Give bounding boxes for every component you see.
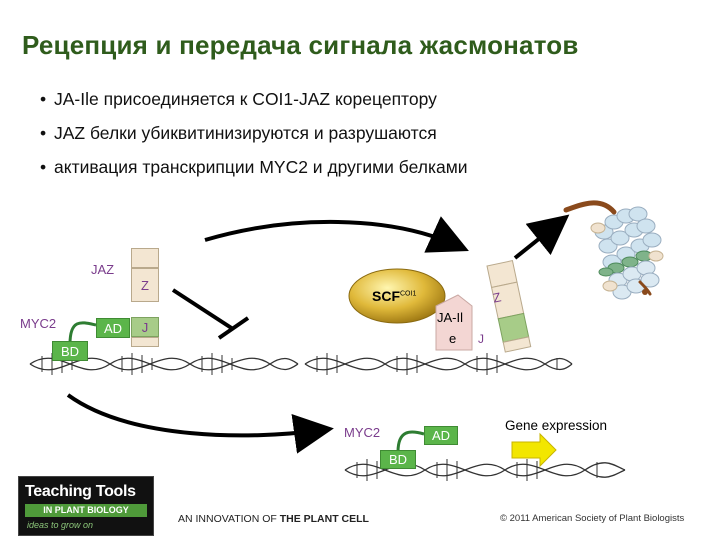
top-curved-arrow: [204, 216, 469, 253]
gene-expression-arrow: [511, 432, 557, 468]
ja-ile-molecule: [435, 294, 473, 351]
bullet-item: •активация транскрипции MYC2 и другими б…: [40, 157, 468, 177]
myc2-ad-domain-left: AD: [96, 318, 130, 338]
jaz-segment-z: Z: [131, 268, 159, 302]
repression-arrow: [171, 288, 250, 340]
gene-expression-label: Gene expression: [505, 418, 608, 433]
myc2-bd-domain-left: BD: [52, 341, 88, 361]
myc2-label-left: MYC2: [20, 316, 57, 331]
jaz-segment-bottom: [131, 337, 159, 347]
jaz-segment-top: [131, 248, 159, 268]
proteasome: [563, 200, 664, 300]
bullet-item: •JAZ белки убиквитинизируются и разрушаю…: [40, 123, 437, 143]
ja-ile-label-line1: JA-Il: [437, 310, 463, 325]
innovation-credit: AN INNOVATION OF THE PLANT CELL: [178, 513, 369, 525]
dna-helix-right-top: [304, 353, 573, 375]
teaching-tools-logo: Teaching Tools IN PLANT BIOLOGY ideas to…: [18, 476, 154, 536]
jaz-protein-right: [486, 260, 532, 353]
logo-subtitle: IN PLANT BIOLOGY: [25, 504, 147, 517]
myc2-linker-left: [68, 321, 97, 345]
myc2-ad-domain-bottom: AD: [424, 426, 458, 445]
ja-ile-label-line2: e: [449, 331, 457, 346]
jaz-right-j-label: J: [478, 332, 484, 346]
bullet-list: •JA-Ile присоединяется к COI1-JAZ кореце…: [40, 88, 680, 190]
myc2-bd-domain-bottom: BD: [380, 450, 416, 469]
bottom-curved-arrow: [66, 393, 334, 454]
scf-coi1-complex: [348, 268, 446, 324]
myc2-label-bottom: MYC2: [344, 425, 381, 440]
logo-title: Teaching Tools: [25, 483, 136, 500]
jaz-segment-j: J: [131, 317, 159, 337]
slide-title: Рецепция и передача сигнала жасмонатов: [22, 30, 579, 60]
myc2-linker-bottom: [396, 430, 425, 453]
jaz-label: JAZ: [91, 262, 115, 277]
bullet-item: •JA-Ile присоединяется к COI1-JAZ кореце…: [40, 89, 437, 109]
logo-tagline: ideas to grow on: [27, 520, 94, 530]
copyright-notice: © 2011 American Society of Plant Biologi…: [500, 513, 685, 524]
degradation-arrow: [513, 214, 570, 260]
scf-coi1-label: SCFCOI1: [372, 288, 417, 304]
